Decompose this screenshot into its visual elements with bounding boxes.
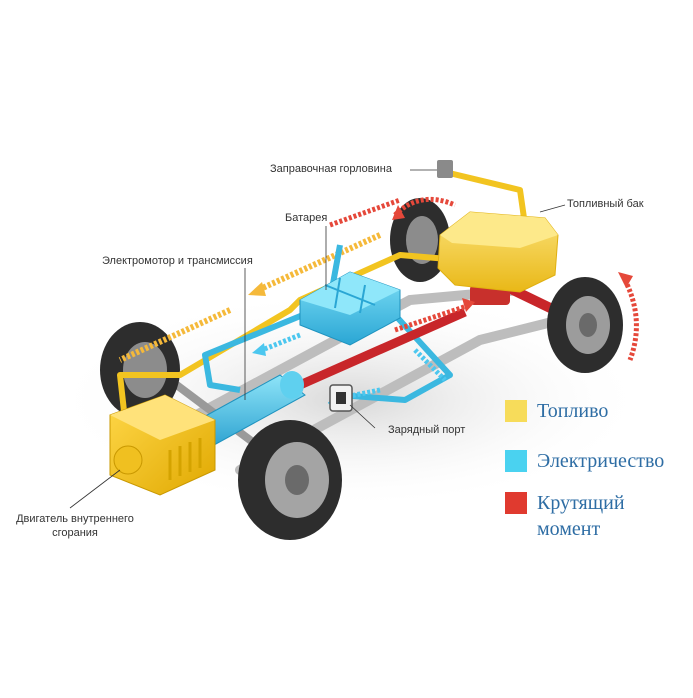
filler-neck-label: Заправочная горловина [270,163,392,175]
legend-label-electric: Электричество [537,450,665,472]
legend-item-fuel: Топливо [505,398,608,424]
front-right-wheel [238,420,342,540]
fuel-line [117,169,528,421]
wheel-rotation-arrows [392,196,639,361]
charging-port-label: Зарядный порт [388,424,466,436]
battery [299,271,401,346]
fuel-tank-label: Топливный бак [567,198,644,210]
legend-item-electric: Электричество [505,448,664,474]
fuel-tank [437,211,559,293]
legend-item-torque: Крутящий момент [505,490,647,542]
leader-lines [69,169,566,509]
fuel-flow-arrow [118,232,382,363]
legend-label-fuel: Топливо [537,400,609,422]
rear-right-wheel [547,277,623,373]
legend-swatch-torque [505,492,527,514]
torque-flow-arrow-top [329,197,401,228]
charging-port [329,384,353,412]
combustion-engine-label: Двигатель внутреннего сгорания [16,513,134,539]
motor-transmission-label: Электромотор и трансмиссия [102,255,253,267]
drive-shaft [298,298,475,390]
battery-label: Батарея [285,212,328,224]
combustion-engine [109,394,216,496]
rear-left-wheel [390,198,450,282]
filler-neck-cap [437,160,453,178]
legend-swatch-fuel [505,400,527,422]
legend-label-torque: Крутящий момент [537,492,625,540]
legend-swatch-electric [505,450,527,472]
